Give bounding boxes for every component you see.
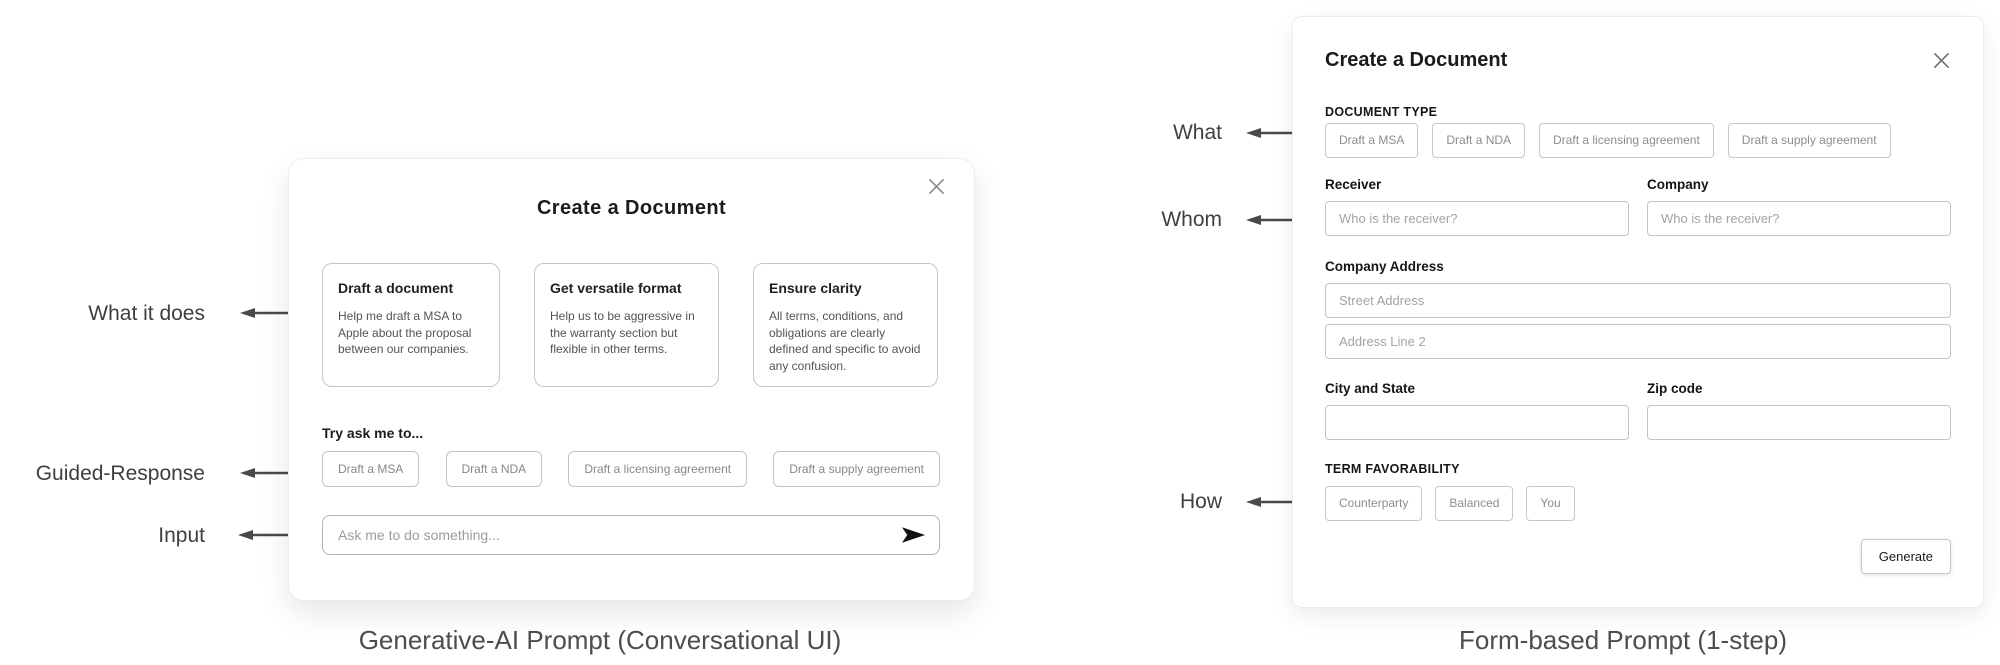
prompt-input-container: [322, 515, 940, 555]
chip-draft-a-msa[interactable]: Draft a MSA: [1325, 123, 1419, 158]
zip-code-field[interactable]: [1647, 405, 1951, 440]
annotation-how: How: [1179, 490, 1222, 513]
annotation-what: What: [1172, 121, 1222, 144]
conversational-dialog: Create a Document Draft a document Help …: [288, 158, 975, 601]
form-dialog: Create a Document DOCUMENT TYPE Draft a …: [1292, 16, 1984, 608]
card-ensure-clarity[interactable]: Ensure clarity All terms, conditions, an…: [753, 263, 938, 388]
annotation-what-it-does: What it does: [88, 302, 205, 325]
term-favorability-label: TERM FAVORABILITY: [1325, 462, 1460, 476]
card-title: Draft a document: [338, 280, 454, 296]
annotation-input: Input: [158, 524, 205, 547]
city-state-label: City and State: [1325, 381, 1416, 396]
suggestions-label: Try ask me to...: [322, 425, 424, 441]
address-line-2-field[interactable]: [1325, 324, 1951, 359]
caption-form-based: Form-based Prompt (1-step): [1459, 625, 1787, 655]
company-address-label: Company Address: [1325, 259, 1444, 274]
company-label: Company: [1647, 177, 1709, 192]
chip-counterparty[interactable]: Counterparty: [1325, 486, 1423, 521]
card-title: Ensure clarity: [769, 280, 862, 296]
term-favorability-chip-row: Counterparty Balanced You: [1325, 486, 1575, 521]
receiver-field[interactable]: [1325, 201, 1629, 236]
document-type-label: DOCUMENT TYPE: [1325, 105, 1438, 119]
chip-draft-a-nda[interactable]: Draft a NDA: [445, 451, 543, 487]
suggestion-cards: Draft a document Help me draft a MSA to …: [322, 263, 941, 388]
card-get-versatile-format[interactable]: Get versatile format Help us to be aggre…: [534, 263, 719, 388]
chip-draft-a-licensing-agreement[interactable]: Draft a licensing agreement: [568, 451, 748, 487]
chip-you[interactable]: You: [1526, 486, 1575, 521]
send-icon[interactable]: [901, 526, 926, 544]
card-title: Get versatile format: [550, 280, 682, 296]
chip-draft-a-supply-agreement[interactable]: Draft a supply agreement: [1727, 123, 1891, 158]
close-icon[interactable]: [1931, 51, 1951, 71]
city-zip-inputs: [1325, 405, 1951, 440]
city-zip-labels: City and State Zip code: [1325, 381, 1951, 396]
receiver-label: Receiver: [1325, 177, 1382, 192]
street-address-field[interactable]: [1325, 283, 1951, 318]
document-type-chip-row: Draft a MSA Draft a NDA Draft a licensin…: [1325, 123, 1891, 158]
chip-draft-a-msa[interactable]: Draft a MSA: [322, 451, 420, 487]
receiver-company-labels: Receiver Company: [1325, 177, 1951, 192]
city-state-field[interactable]: [1325, 405, 1629, 440]
caption-conversational-ui: Generative-AI Prompt (Conversational UI): [358, 625, 842, 655]
card-draft-a-document[interactable]: Draft a document Help me draft a MSA to …: [322, 263, 500, 388]
receiver-company-inputs: [1325, 201, 1951, 236]
card-description: Help us to be aggressive in the warranty…: [550, 309, 695, 357]
chip-draft-a-licensing-agreement[interactable]: Draft a licensing agreement: [1539, 123, 1714, 158]
dialog-title: Create a Document: [536, 197, 727, 219]
close-icon[interactable]: [926, 177, 946, 197]
dialog-title: Create a Document: [1325, 49, 1508, 71]
card-description: Help me draft a MSA to Apple about the p…: [338, 309, 472, 357]
company-field[interactable]: [1647, 201, 1951, 236]
suggestion-chip-row: Draft a MSA Draft a NDA Draft a licensin…: [322, 451, 940, 487]
generate-button[interactable]: Generate: [1860, 539, 1951, 574]
prompt-input[interactable]: [336, 526, 893, 544]
annotation-guided-response: Guided-Response: [35, 462, 205, 485]
chip-draft-a-nda[interactable]: Draft a NDA: [1432, 123, 1526, 158]
chip-balanced[interactable]: Balanced: [1435, 486, 1514, 521]
zip-code-label: Zip code: [1647, 381, 1703, 396]
annotation-whom: Whom: [1161, 208, 1222, 231]
chip-draft-a-supply-agreement[interactable]: Draft a supply agreement: [773, 451, 940, 487]
card-description: All terms, conditions, and obligations a…: [769, 309, 921, 373]
